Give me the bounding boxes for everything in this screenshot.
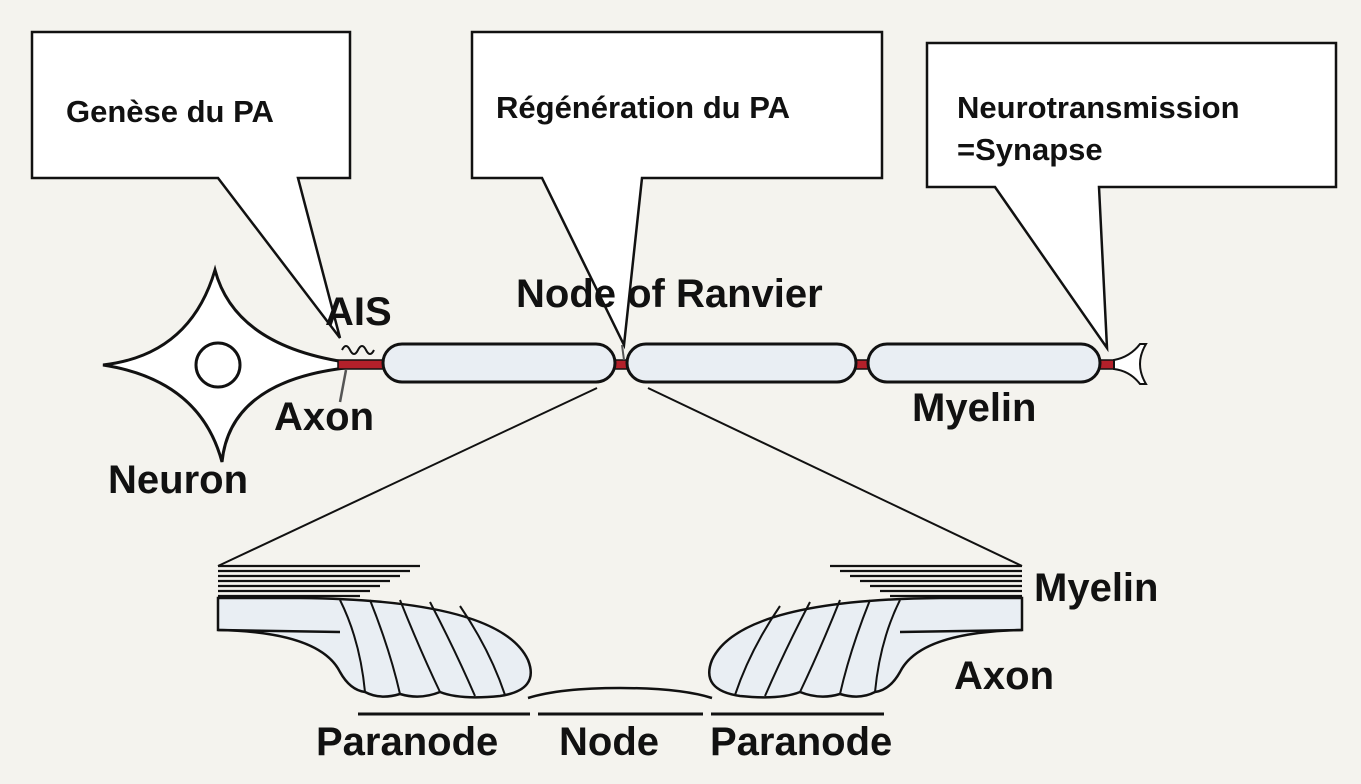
- callout-regeneration-box: [470, 30, 884, 350]
- axon-edge-left: [217, 628, 341, 634]
- paranode-left-loops: [339, 599, 506, 697]
- label-ais: AIS: [325, 290, 392, 334]
- axon-pointer: [338, 369, 348, 403]
- node-membrane: [527, 686, 713, 700]
- myelin-lamellae: [218, 564, 1022, 598]
- label-paranode-right: Paranode: [710, 720, 892, 764]
- callout-regeneration: Régénération du PA: [470, 30, 884, 350]
- callout-neurotransmission-box: [925, 41, 1338, 353]
- callout-genesis-box: [30, 30, 352, 339]
- paranode-left-shape: [216, 596, 532, 699]
- zoom-line-right: [647, 387, 1023, 567]
- node-pointer: [621, 344, 625, 361]
- label-neuron: Neuron: [108, 458, 248, 502]
- callout-neurotransmission: Neurotransmission =Synapse: [925, 41, 1338, 353]
- label-node-of-ranvier: Node of Ranvier: [516, 272, 823, 316]
- label-myelin-bottom: Myelin: [1034, 566, 1158, 610]
- paranode-right-shape: [708, 596, 1024, 699]
- ais-squiggle: [341, 345, 375, 355]
- myelin-segments: [381, 342, 1102, 384]
- zoom-line-left: [217, 387, 598, 567]
- axon-detail-body: [218, 630, 1022, 712]
- myelin-segment-1: [381, 342, 617, 384]
- callout-genesis: Genèse du PA: [30, 30, 352, 339]
- label-axon-bottom: Axon: [954, 654, 1054, 698]
- axon-edge-right: [899, 628, 1023, 634]
- label-myelin-top: Myelin: [912, 386, 1036, 430]
- label-axon-top: Axon: [274, 395, 374, 439]
- paranode-right-loops: [734, 599, 901, 697]
- label-node: Node: [559, 720, 659, 764]
- synaptic-terminal: [1113, 343, 1148, 385]
- node-detail: [216, 564, 1024, 716]
- myelin-segment-2: [625, 342, 858, 384]
- callout-neurotransmission-line1: Neurotransmission: [957, 90, 1240, 125]
- callout-regeneration-text: Régénération du PA: [496, 90, 790, 125]
- callout-neurotransmission-line2: =Synapse: [957, 132, 1103, 167]
- myelin-segment-3: [866, 342, 1102, 384]
- callout-genesis-text: Genèse du PA: [66, 94, 274, 129]
- neuron-nucleus: [194, 341, 242, 389]
- label-paranode-left: Paranode: [316, 720, 498, 764]
